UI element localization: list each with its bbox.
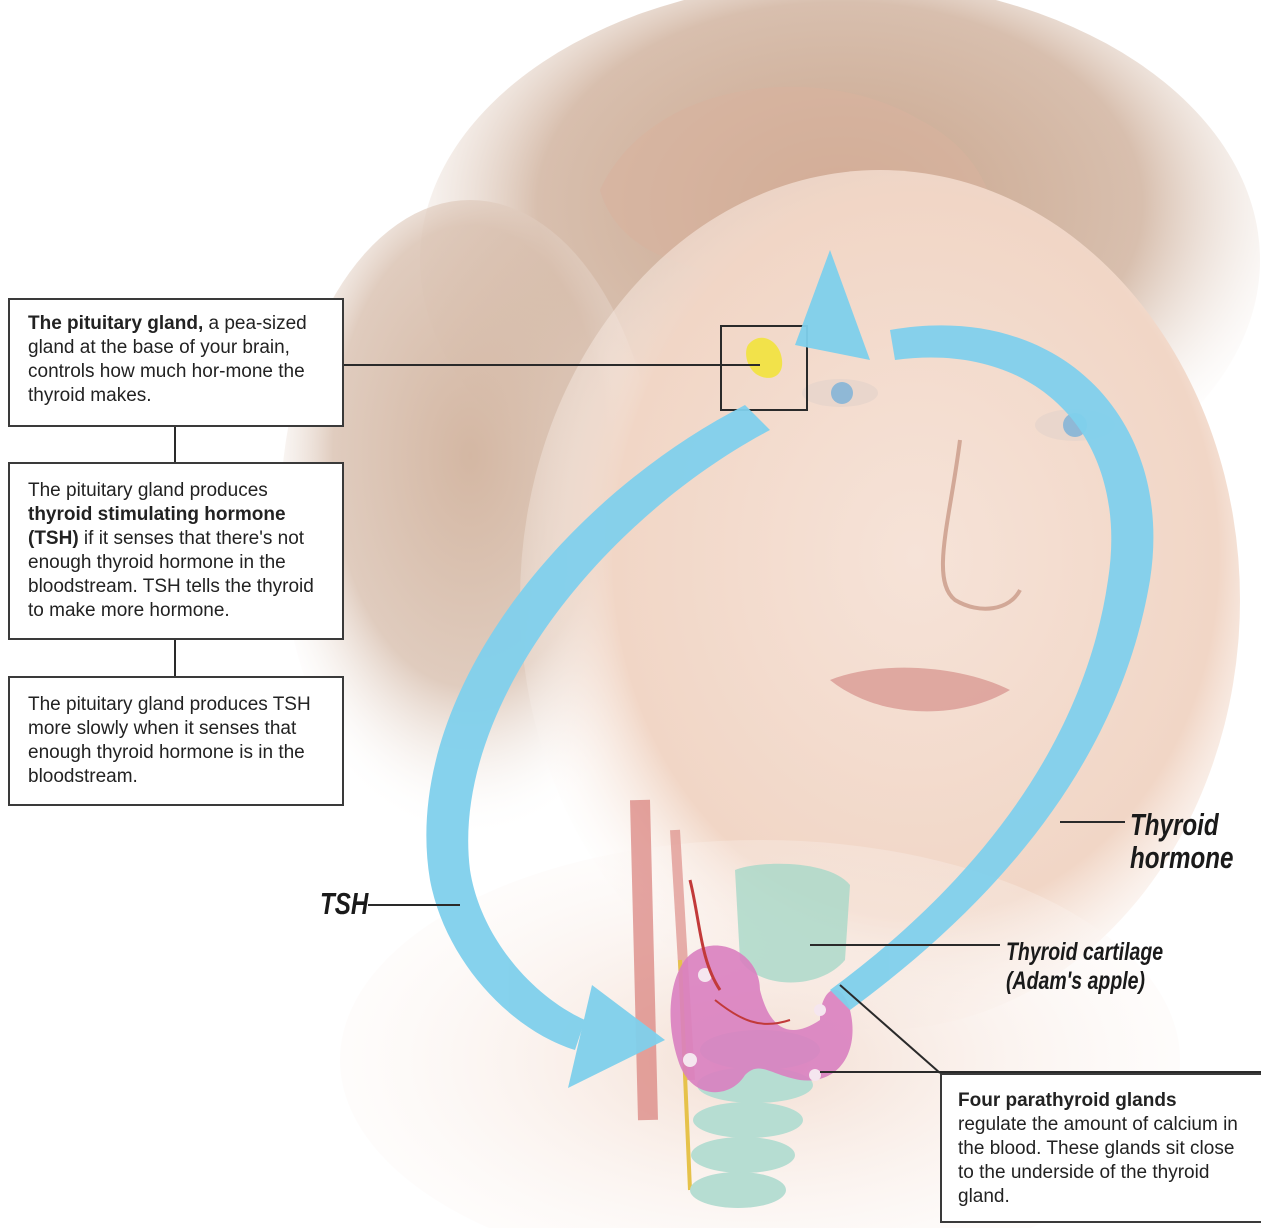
pituitary-description-box: The pituitary gland, a pea-sized gland a… bbox=[8, 298, 344, 427]
parathyroid-bold-text: Four parathyroid glands bbox=[958, 1089, 1251, 1113]
tsh-box-pre: The pituitary gland produces bbox=[28, 480, 268, 501]
thyroid-cartilage-shape bbox=[735, 864, 850, 983]
thyroid-hormone-label-line1: Thyroid bbox=[1130, 808, 1233, 841]
tsh-label: TSH bbox=[320, 886, 368, 922]
cartilage-label-line2: (Adam's apple) bbox=[1006, 967, 1163, 996]
pituitary-bold-text: The pituitary gland, bbox=[28, 313, 203, 334]
parathyroid-text: regulate the amount of calcium in the bl… bbox=[958, 1114, 1238, 1207]
tsh-production-box: The pituitary gland produces thyroid sti… bbox=[8, 462, 344, 640]
cartilage-label-line1: Thyroid cartilage bbox=[1006, 938, 1163, 967]
tsh-slow-box: The pituitary gland produces TSH more sl… bbox=[8, 676, 344, 806]
tsh-slow-text: The pituitary gland produces TSH more sl… bbox=[28, 694, 311, 787]
thyroid-cartilage-label: Thyroid cartilage (Adam's apple) bbox=[1006, 938, 1163, 996]
thyroid-hormone-label-line2: hormone bbox=[1130, 841, 1233, 874]
carotid-artery bbox=[640, 800, 648, 1120]
thyroid-hormone-label: Thyroid hormone bbox=[1130, 808, 1233, 874]
